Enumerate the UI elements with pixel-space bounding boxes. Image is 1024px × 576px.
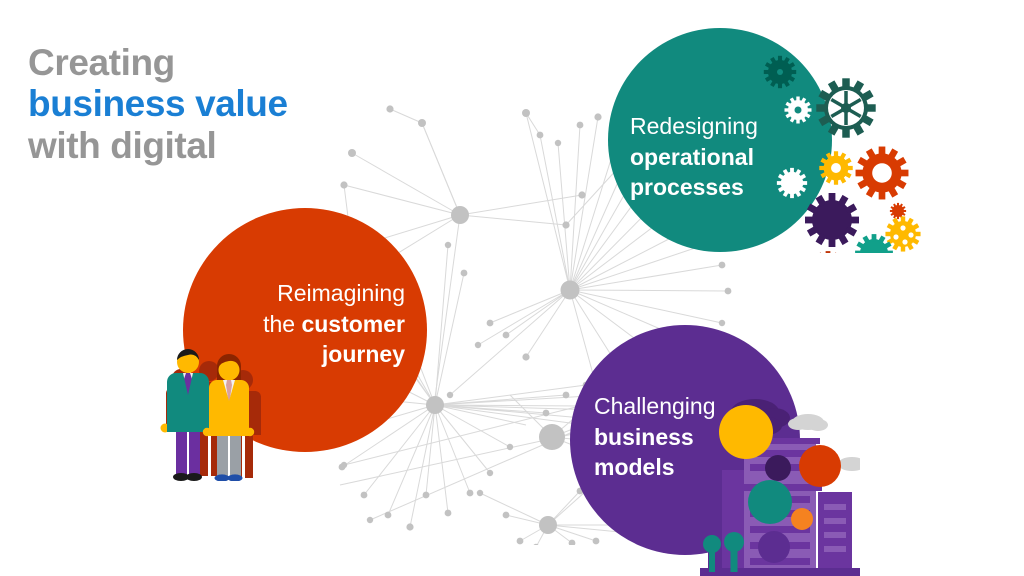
title-line-1: Creating bbox=[28, 42, 175, 83]
gears-icon bbox=[750, 48, 925, 253]
bubble-line-2-bold: customer bbox=[301, 310, 405, 337]
bubble-label-customer-journey: Reimagining the customer journey bbox=[205, 278, 405, 370]
bubble-line-2-bold: business bbox=[594, 423, 694, 450]
bubble-line-3-bold: models bbox=[594, 454, 675, 481]
bubble-line-1: Redesigning bbox=[630, 113, 758, 139]
page-title: Creating business value with digital bbox=[28, 42, 448, 166]
bubble-label-business-models: Challenging business models bbox=[594, 391, 804, 483]
bubble-label-operational-processes: Redesigning operational processes bbox=[630, 111, 840, 203]
city-buildings-icon bbox=[700, 392, 860, 576]
bubble-line-3-bold: journey bbox=[321, 341, 405, 368]
people-icon bbox=[155, 336, 275, 481]
title-line-3: with digital bbox=[28, 124, 217, 166]
title-line-2: business value bbox=[28, 83, 288, 125]
bubble-line-3-bold: processes bbox=[630, 174, 744, 201]
bubble-line-2-bold: operational bbox=[630, 143, 754, 170]
bubble-line-2-regular: the bbox=[263, 310, 302, 337]
bubble-line-1: Reimagining bbox=[277, 280, 405, 306]
bubble-line-1: Challenging bbox=[594, 393, 716, 419]
